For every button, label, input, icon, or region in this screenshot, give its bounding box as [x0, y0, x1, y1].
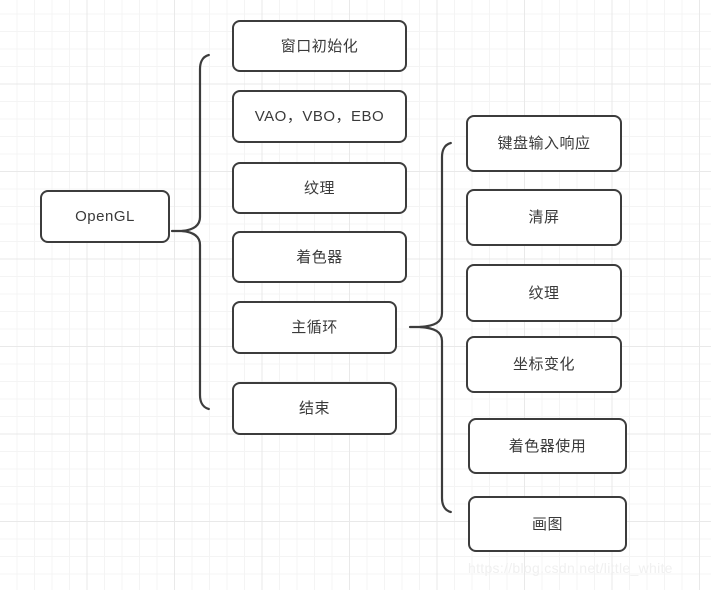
node-loop-step-0-label: 键盘输入响应 [497, 135, 591, 152]
node-loop-step-1-label: 清屏 [528, 209, 560, 226]
main-loop-brace [418, 141, 452, 514]
node-loop-step-5-label: 画图 [531, 515, 563, 533]
node-stage-0[interactable]: 窗口初始化 [232, 20, 407, 72]
node-stage-5[interactable]: 结束 [232, 382, 397, 435]
node-stage-4[interactable]: 主循环 [232, 301, 397, 354]
node-loop-step-4-label: 着色器使用 [508, 437, 587, 455]
node-opengl-root-label: OpenGL [75, 208, 135, 225]
opengl-stage-brace [180, 53, 210, 411]
node-stage-4-label: 主循环 [291, 319, 338, 336]
node-stage-2[interactable]: 纹理 [232, 162, 407, 214]
node-loop-step-4[interactable]: 着色器使用 [468, 418, 627, 474]
node-loop-step-2[interactable]: 纹理 [466, 264, 622, 322]
node-loop-step-1[interactable]: 清屏 [466, 189, 622, 246]
node-stage-5-label: 结束 [298, 400, 330, 417]
node-stage-1-label: VAO，VBO，EBO [254, 108, 385, 125]
node-stage-0-label: 窗口初始化 [280, 37, 359, 55]
node-stage-1[interactable]: VAO，VBO，EBO [232, 90, 407, 143]
node-stage-3[interactable]: 着色器 [232, 231, 407, 283]
node-loop-step-3[interactable]: 坐标变化 [466, 336, 622, 393]
node-loop-step-0[interactable]: 键盘输入响应 [466, 115, 622, 172]
watermark: https://blog.csdn.net/little_white [468, 560, 673, 576]
node-loop-step-2-label: 纹理 [528, 284, 560, 302]
node-opengl-root[interactable]: OpenGL [40, 190, 170, 243]
node-stage-2-label: 纹理 [303, 179, 335, 197]
node-loop-step-5[interactable]: 画图 [468, 496, 627, 552]
node-stage-3-label: 着色器 [296, 248, 343, 266]
node-loop-step-3-label: 坐标变化 [512, 356, 575, 373]
